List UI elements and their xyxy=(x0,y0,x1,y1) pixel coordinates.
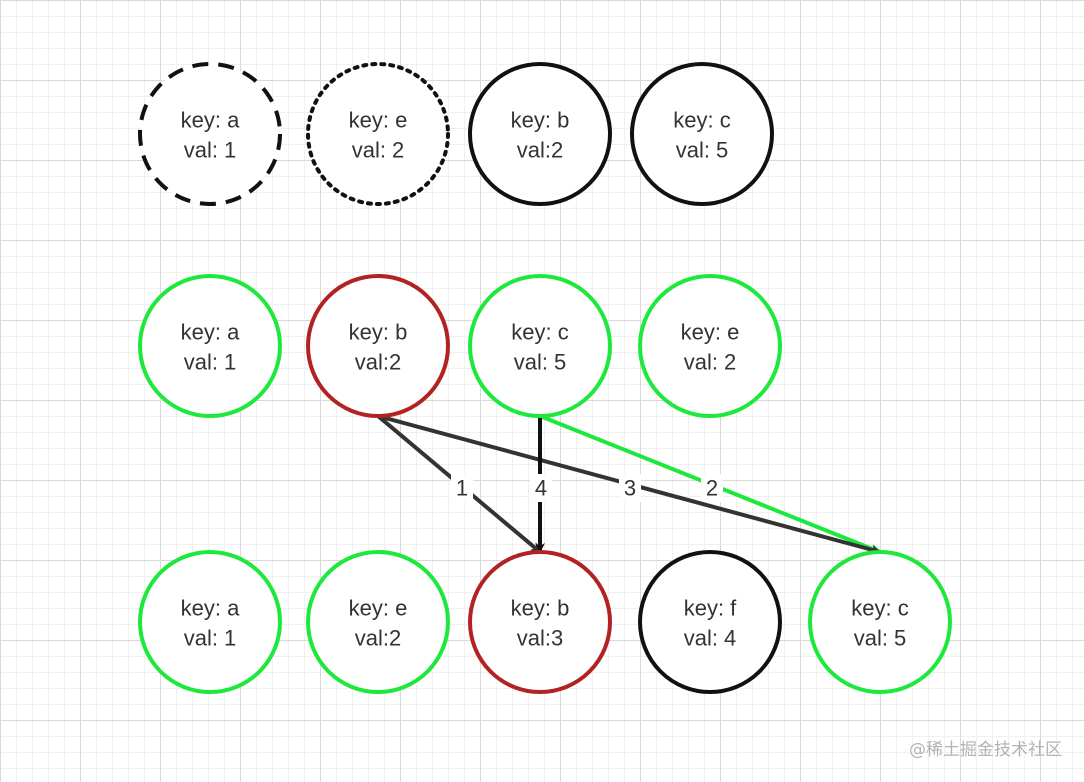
node-val-label: val: 2 xyxy=(684,350,737,375)
node-r3a: key: a val: 1 xyxy=(138,550,282,694)
node-circle xyxy=(138,274,282,418)
node-key-label: key: b xyxy=(511,596,570,621)
node-r2e: key: e val: 2 xyxy=(638,274,782,418)
node-circle xyxy=(306,274,450,418)
edge-r2c-to-r3b: 4 xyxy=(530,416,552,553)
edge-label-bg xyxy=(530,474,552,502)
node-r1e: key: e val: 2 xyxy=(306,62,450,206)
node-r1a: key: a val: 1 xyxy=(138,62,282,206)
node-key-label: key: c xyxy=(673,108,730,133)
node-r2b: key: b val:2 xyxy=(306,274,450,418)
node-key-label: key: e xyxy=(681,320,740,345)
node-circle xyxy=(138,62,282,206)
node-key-label: key: a xyxy=(181,320,240,345)
node-key-label: key: b xyxy=(511,108,570,133)
edge-label: 1 xyxy=(456,476,468,501)
node-key-label: key: c xyxy=(851,596,908,621)
node-circle xyxy=(638,274,782,418)
edge-r2c-to-r3c: 2 xyxy=(539,414,881,554)
node-r3f: key: f val: 4 xyxy=(638,550,782,694)
node-r3c: key: c val: 5 xyxy=(808,550,952,694)
node-key-label: key: c xyxy=(511,320,568,345)
node-circle xyxy=(638,550,782,694)
edges-layer: 1 2 3 4 xyxy=(376,414,881,555)
node-circle xyxy=(138,550,282,694)
node-val-label: val: 2 xyxy=(352,138,405,163)
node-circle xyxy=(468,62,612,206)
node-key-label: key: e xyxy=(349,108,408,133)
node-val-label: val: 4 xyxy=(684,626,737,651)
node-val-label: val: 1 xyxy=(184,350,237,375)
node-circle xyxy=(306,62,450,206)
node-val-label: val:2 xyxy=(517,138,563,163)
node-val-label: val: 1 xyxy=(184,626,237,651)
edge-label: 2 xyxy=(706,476,718,501)
edge-label-bg xyxy=(619,474,641,502)
edge-label-bg xyxy=(701,474,723,502)
node-circle xyxy=(306,550,450,694)
node-val-label: val: 5 xyxy=(676,138,729,163)
watermark-text: @稀土掘金技术社区 xyxy=(909,740,1062,760)
node-val-label: val:2 xyxy=(355,626,401,651)
node-circle xyxy=(630,62,774,206)
edge-r2b-to-r3c: 3 xyxy=(377,414,881,555)
node-key-label: key: f xyxy=(684,596,737,621)
node-key-label: key: b xyxy=(349,320,408,345)
node-r2c: key: c val: 5 xyxy=(468,274,612,418)
node-r1b: key: b val:2 xyxy=(468,62,612,206)
node-circle xyxy=(468,550,612,694)
node-val-label: val:3 xyxy=(517,626,563,651)
node-r3e: key: e val:2 xyxy=(306,550,450,694)
node-r1c: key: c val: 5 xyxy=(630,62,774,206)
edge-r2b-to-r3b: 1 xyxy=(376,414,542,554)
node-val-label: val: 5 xyxy=(854,626,907,651)
node-val-label: val:2 xyxy=(355,350,401,375)
node-key-label: key: a xyxy=(181,596,240,621)
node-circle xyxy=(468,274,612,418)
edge-label: 3 xyxy=(624,476,636,501)
node-key-label: key: a xyxy=(181,108,240,133)
node-r2a: key: a val: 1 xyxy=(138,274,282,418)
node-r3b: key: b val:3 xyxy=(468,550,612,694)
node-circle xyxy=(808,550,952,694)
node-val-label: val: 5 xyxy=(514,350,567,375)
edge-label-bg xyxy=(451,474,473,502)
edge-label: 4 xyxy=(535,476,547,501)
node-key-label: key: e xyxy=(349,596,408,621)
node-val-label: val: 1 xyxy=(184,138,237,163)
